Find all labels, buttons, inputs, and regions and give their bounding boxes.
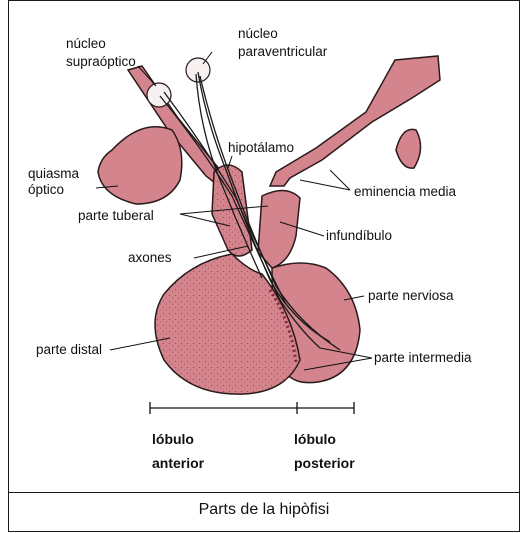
mammillary-lobe — [396, 129, 421, 168]
label-parte-tuberal: parte tuberal — [78, 208, 154, 223]
label-infundibulo: infundíbulo — [326, 228, 392, 243]
label-quiasma: quiasma — [28, 166, 80, 181]
label-nucleo-paraventricular-1: núcleo — [238, 26, 278, 41]
label-lobulo-anterior-2: anterior — [152, 455, 205, 471]
paraventricular-nucleus — [186, 58, 210, 82]
supraoptic-nucleus — [147, 83, 171, 107]
label-parte-intermedia: parte intermedia — [374, 350, 472, 365]
lobe-scale-bar — [150, 402, 354, 414]
stalk-right — [258, 190, 300, 268]
label-eminencia-media: eminencia media — [354, 184, 457, 199]
label-lobulo-posterior-2: posterior — [294, 455, 355, 471]
label-parte-nerviosa: parte nerviosa — [368, 288, 454, 303]
label-nucleo-supraoptico-1: núcleo — [66, 36, 106, 51]
label-nucleo-supraoptico-2: supraóptico — [66, 54, 136, 69]
label-parte-distal: parte distal — [36, 342, 102, 357]
label-lobulo-posterior-1: lóbulo — [294, 431, 336, 447]
label-optico: óptico — [28, 182, 64, 197]
label-lobulo-anterior-1: lóbulo — [152, 431, 194, 447]
label-axones: axones — [128, 250, 172, 265]
label-nucleo-paraventricular-2: paraventricular — [238, 44, 328, 59]
optic-chiasm — [98, 127, 182, 204]
label-hipotalamo: hipotálamo — [228, 140, 294, 155]
